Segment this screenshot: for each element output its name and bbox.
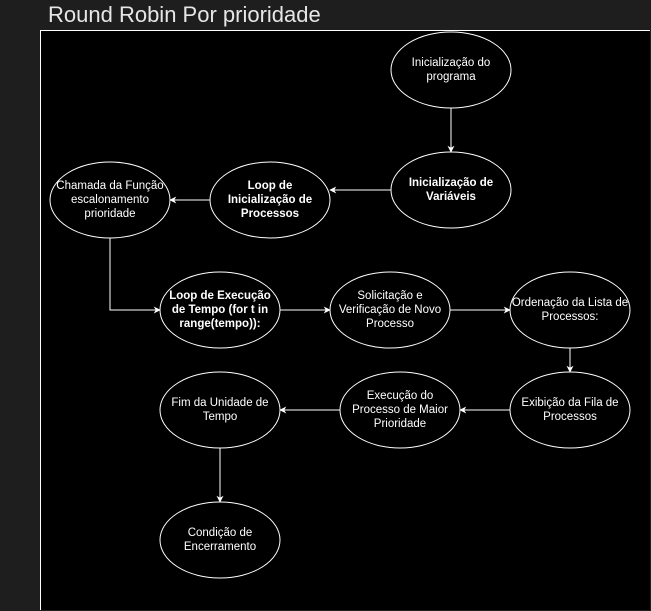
node-call-func	[49, 161, 171, 239]
edge-call-func-to-loop-exec	[109, 238, 161, 314]
node-loop-exec	[159, 271, 281, 349]
node-init-program	[390, 31, 512, 109]
node-end-cond	[159, 501, 281, 579]
node-init-vars	[390, 151, 512, 229]
edges	[109, 108, 574, 503]
node-request	[329, 271, 451, 349]
node-end-unit	[159, 371, 281, 449]
node-execute	[339, 371, 461, 449]
node-sort	[509, 271, 631, 349]
node-loop-init	[209, 161, 331, 239]
node-display	[509, 371, 631, 449]
nodes	[49, 31, 631, 579]
diagram-title: Round Robin Por prioridade	[48, 2, 321, 27]
